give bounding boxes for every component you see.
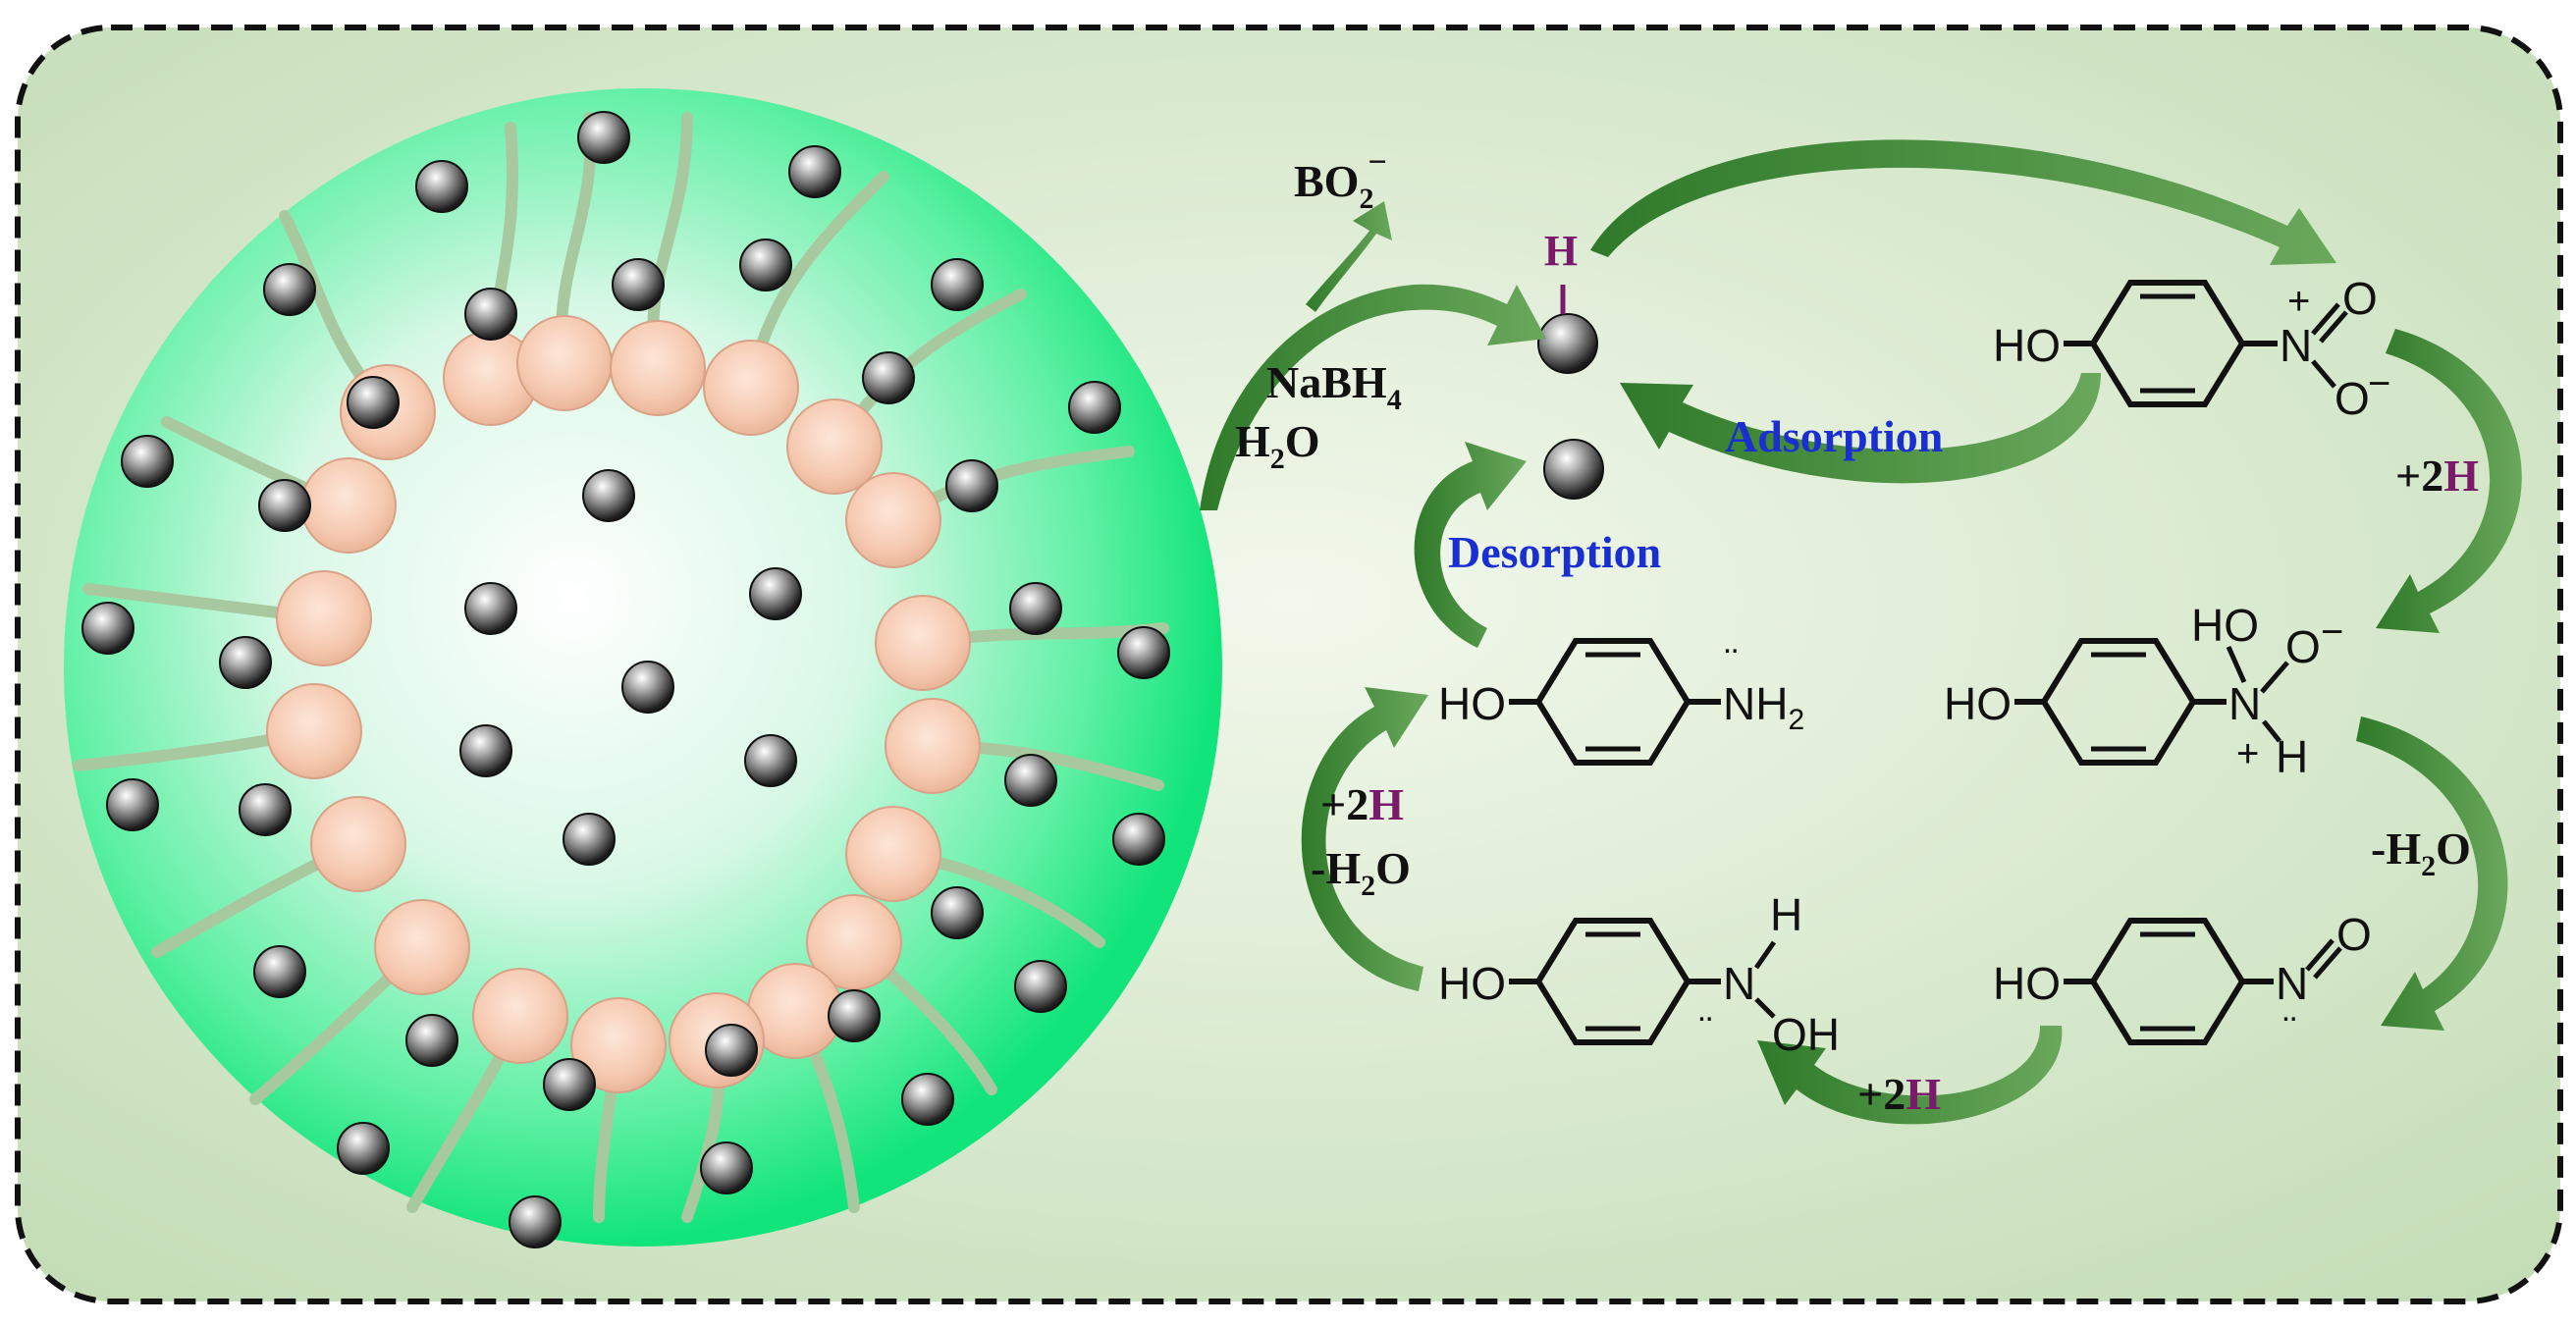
step4-water-label: -H2O: [1311, 843, 1411, 902]
svg-text:OH: OH: [1772, 1009, 1840, 1060]
step3-label: +2H: [1857, 1069, 1941, 1119]
svg-text:N: N: [2276, 958, 2308, 1009]
svg-text:¨: ¨: [1699, 1010, 1712, 1053]
reaction-arrows: [1200, 139, 2522, 1125]
svg-text:HO: HO: [1438, 958, 1506, 1009]
adsorbed-h-label: H: [1544, 227, 1578, 275]
svg-text:−: −: [2368, 362, 2390, 405]
svg-text:H: H: [1770, 889, 1802, 940]
molecule-4-hydroxylaminophenol: HO N ¨ H OH: [1438, 889, 1840, 1060]
molecule-intermediate-1: HO N + HO O − H: [1944, 600, 2343, 782]
svg-text:O: O: [2285, 621, 2321, 672]
step1-arrow: [2376, 329, 2522, 633]
step4-arrow: [1301, 687, 1428, 991]
svg-text:+: +: [2236, 732, 2259, 775]
water-label: H2O: [1235, 416, 1320, 475]
svg-text:¨: ¨: [1725, 642, 1738, 685]
step1-label: +2H: [2395, 451, 2479, 501]
borate-label: BO2−: [1294, 144, 1387, 215]
desorption-arrow: [1414, 442, 1527, 648]
nabh4-label: NaBH4: [1266, 357, 1402, 416]
svg-text:O: O: [2342, 273, 2378, 324]
micelle: [64, 88, 1222, 1248]
svg-text:O: O: [2334, 373, 2370, 424]
svg-text:H: H: [2276, 731, 2308, 782]
surfactant-heads: [266, 315, 981, 1093]
adsorption-label: Adsorption: [1725, 411, 1943, 461]
borate-arrow: [1306, 201, 1392, 312]
molecule-4-nitrophenol: HO N + O O −: [1993, 273, 2390, 424]
step3-arrow: [1757, 1026, 2063, 1125]
svg-text:HO: HO: [1944, 678, 2012, 729]
svg-text:HO: HO: [1438, 678, 1506, 729]
catalyst-site-lower: [1543, 439, 1604, 500]
step4-plus-label: +2H: [1320, 779, 1404, 829]
svg-text:+: +: [2287, 280, 2310, 323]
svg-text:O: O: [2336, 909, 2372, 960]
molecule-4-aminophenol: HO ¨ NH2: [1438, 638, 1804, 766]
step2-arrow: [2356, 716, 2508, 1031]
amine-group: NH2: [1723, 678, 1804, 736]
svg-text:HO: HO: [1993, 320, 2061, 371]
adsorption-arrow: [1620, 373, 2101, 484]
nabh4-arrow: [1200, 284, 1546, 510]
step2-label: -H2O: [2371, 823, 2471, 882]
svg-text:¨: ¨: [2283, 1010, 2296, 1053]
molecule-4-nitrosophenol: HO N ¨ O: [1993, 909, 2372, 1053]
svg-text:−: −: [2321, 610, 2343, 654]
svg-text:N: N: [2280, 320, 2312, 371]
nanoparticles: [81, 111, 1170, 1248]
catalyst-site-upper: [1537, 313, 1598, 374]
svg-text:HO: HO: [1993, 958, 2061, 1009]
svg-text:N: N: [1723, 958, 1755, 1009]
svg-text:N: N: [2228, 678, 2261, 729]
desorption-label: Desorption: [1448, 527, 1661, 577]
svg-text:HO: HO: [2191, 600, 2259, 651]
top-arc-arrow: [1590, 139, 2336, 265]
